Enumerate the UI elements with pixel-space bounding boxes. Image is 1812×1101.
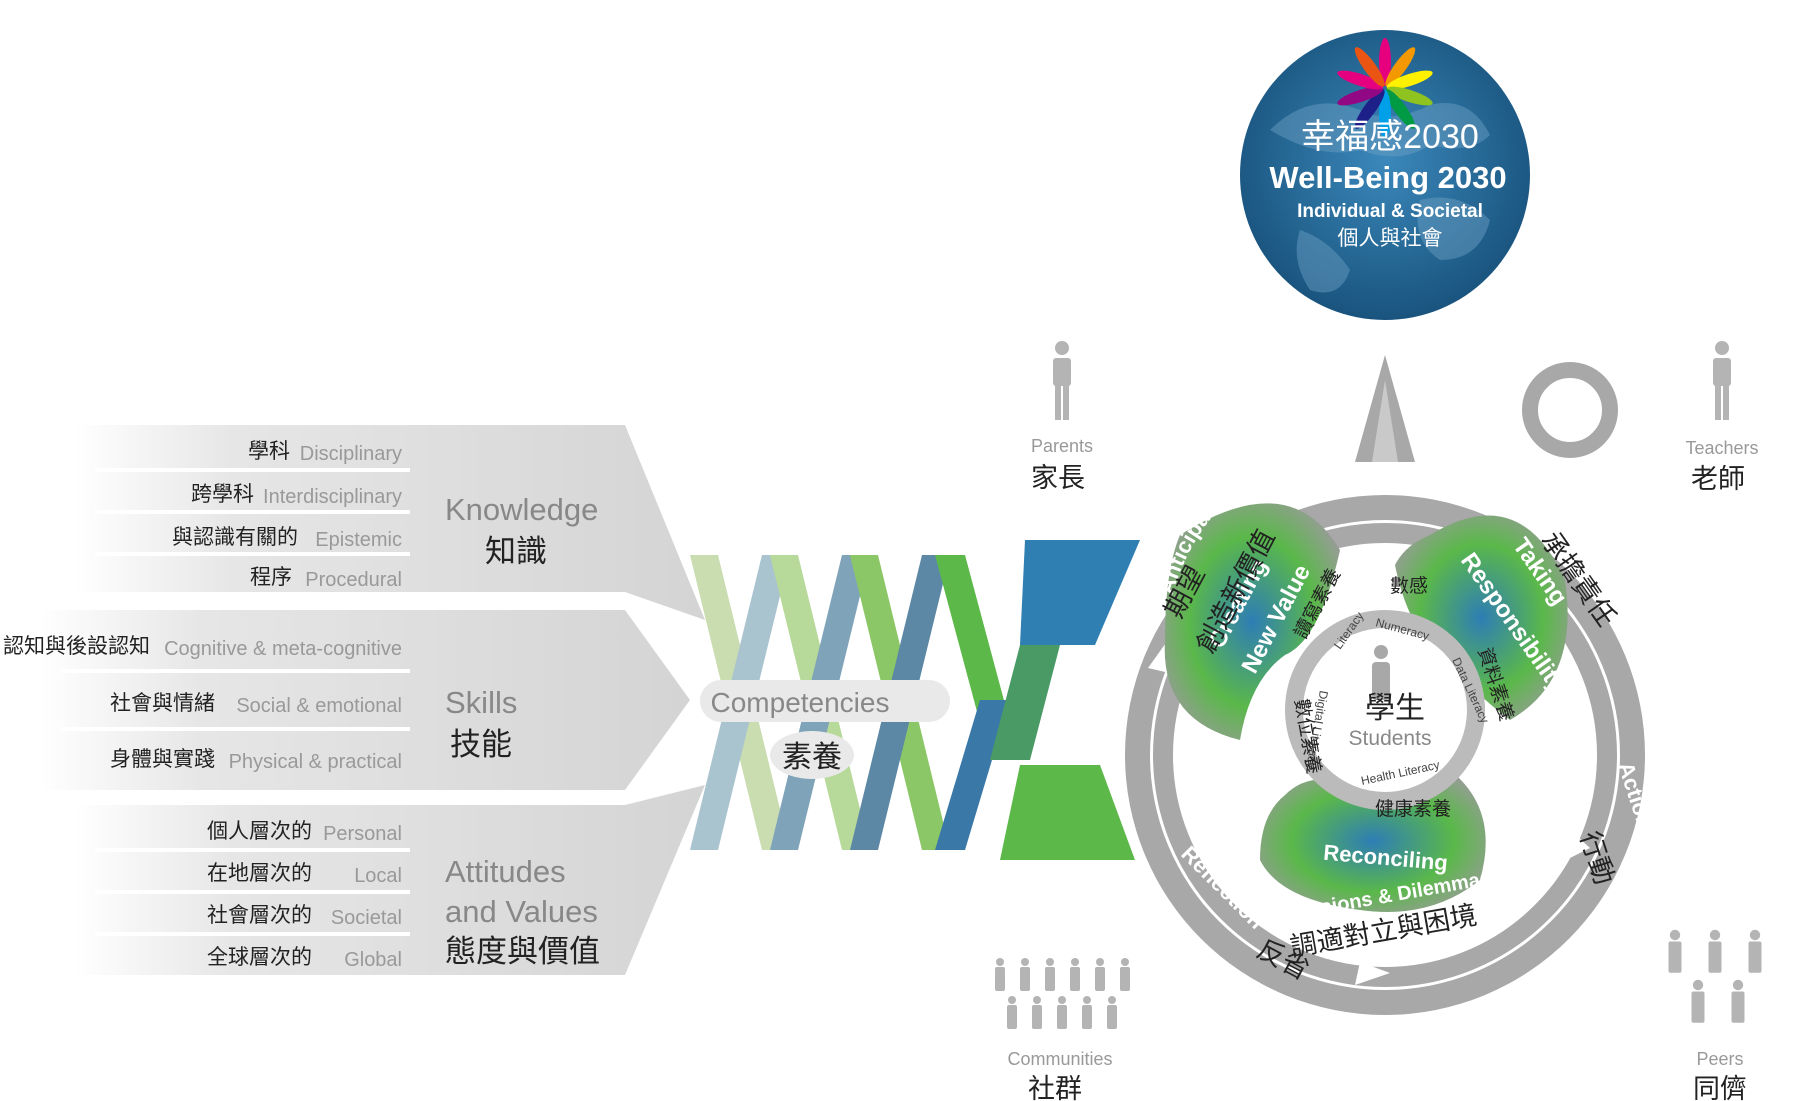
attitudes-item-en: Local bbox=[354, 865, 402, 887]
health-literacy-zh: 健康素養 bbox=[1375, 798, 1451, 820]
teachers-icon bbox=[1713, 341, 1731, 420]
knowledge-item-zh: 學科 bbox=[248, 440, 290, 463]
teachers-label-en: Teachers bbox=[1685, 438, 1758, 458]
attitudes-label-en-2: and Values bbox=[445, 894, 598, 929]
competencies-label-en: Competencies bbox=[711, 687, 890, 718]
skills-band bbox=[40, 610, 690, 790]
skills-item-zh: 認知與後設認知 bbox=[3, 635, 150, 658]
teachers-label-zh: 老師 bbox=[1691, 464, 1745, 494]
knowledge-item-en: Epistemic bbox=[315, 529, 402, 551]
student-icon bbox=[1372, 645, 1390, 700]
knowledge-item-en: Interdisciplinary bbox=[263, 486, 402, 508]
numeracy-zh: 數感 bbox=[1390, 575, 1428, 597]
attitudes-label-zh: 態度與價值 bbox=[445, 934, 600, 969]
skills-item-zh: 身體與實踐 bbox=[110, 748, 215, 771]
communities-label-zh: 社群 bbox=[1028, 1074, 1082, 1101]
knowledge-label-en: Knowledge bbox=[445, 492, 598, 527]
peers-label-zh: 同儕 bbox=[1693, 1074, 1747, 1101]
goal-subtitle-zh: 個人與社會 bbox=[1338, 227, 1443, 250]
communities-label-en: Communities bbox=[1007, 1049, 1112, 1069]
attitudes-item-zh: 社會層次的 bbox=[207, 904, 312, 927]
skills-item-zh: 社會與情緒 bbox=[110, 692, 215, 715]
attitudes-item-zh: 個人層次的 bbox=[207, 820, 312, 843]
goal-subtitle-en: Individual & Societal bbox=[1297, 201, 1483, 222]
attitudes-item-en: Global bbox=[344, 949, 402, 971]
knowledge-item-zh: 與認識有關的 bbox=[172, 526, 298, 549]
attitudes-band bbox=[75, 785, 705, 975]
attitudes-item-en: Societal bbox=[331, 907, 402, 929]
compass-ring bbox=[1522, 362, 1618, 458]
goal-title-zh: 幸福感2030 bbox=[1301, 118, 1479, 156]
knowledge-item-zh: 程序 bbox=[250, 566, 292, 589]
knowledge-item-zh: 跨學科 bbox=[191, 483, 254, 506]
center-label-zh: 學生 bbox=[1365, 692, 1425, 725]
knowledge-item-en: Procedural bbox=[305, 569, 402, 591]
petal-taking bbox=[1395, 515, 1568, 720]
skills-label-zh: 技能 bbox=[450, 727, 512, 762]
communities-icon bbox=[995, 958, 1130, 1029]
attitudes-item-en: Personal bbox=[323, 823, 402, 845]
attitudes-label-en-1: Attitudes bbox=[445, 854, 566, 889]
skills-item-en: Social & emotional bbox=[236, 695, 402, 717]
knowledge-band bbox=[75, 425, 705, 620]
petal-reconciling bbox=[1260, 770, 1486, 912]
knowledge-label-zh: 知識 bbox=[485, 534, 547, 569]
competencies-pill bbox=[700, 680, 950, 722]
skills-label-en: Skills bbox=[445, 685, 517, 720]
skills-item-en: Cognitive & meta-cognitive bbox=[164, 638, 402, 660]
peers-label-en: Peers bbox=[1696, 1049, 1743, 1069]
parents-label-en: Parents bbox=[1031, 436, 1093, 456]
attitudes-item-zh: 在地層次的 bbox=[207, 862, 312, 885]
knowledge-item-en: Disciplinary bbox=[300, 443, 402, 465]
competencies-label-zh: 素養 bbox=[782, 741, 842, 774]
parents-icon bbox=[1053, 341, 1071, 420]
goal-title-en: Well-Being 2030 bbox=[1269, 160, 1506, 195]
attitudes-item-zh: 全球層次的 bbox=[207, 946, 312, 969]
well-being-logo-icon bbox=[1337, 38, 1433, 138]
petal-creating bbox=[1164, 503, 1340, 740]
parents-label-zh: 家長 bbox=[1031, 463, 1085, 493]
well-being-globe bbox=[1240, 30, 1530, 320]
center-label-en: Students bbox=[1349, 727, 1432, 750]
skills-item-en: Physical & practical bbox=[229, 751, 402, 773]
competencies-zh-pill bbox=[770, 731, 854, 779]
peers-icon bbox=[1668, 929, 1762, 1023]
